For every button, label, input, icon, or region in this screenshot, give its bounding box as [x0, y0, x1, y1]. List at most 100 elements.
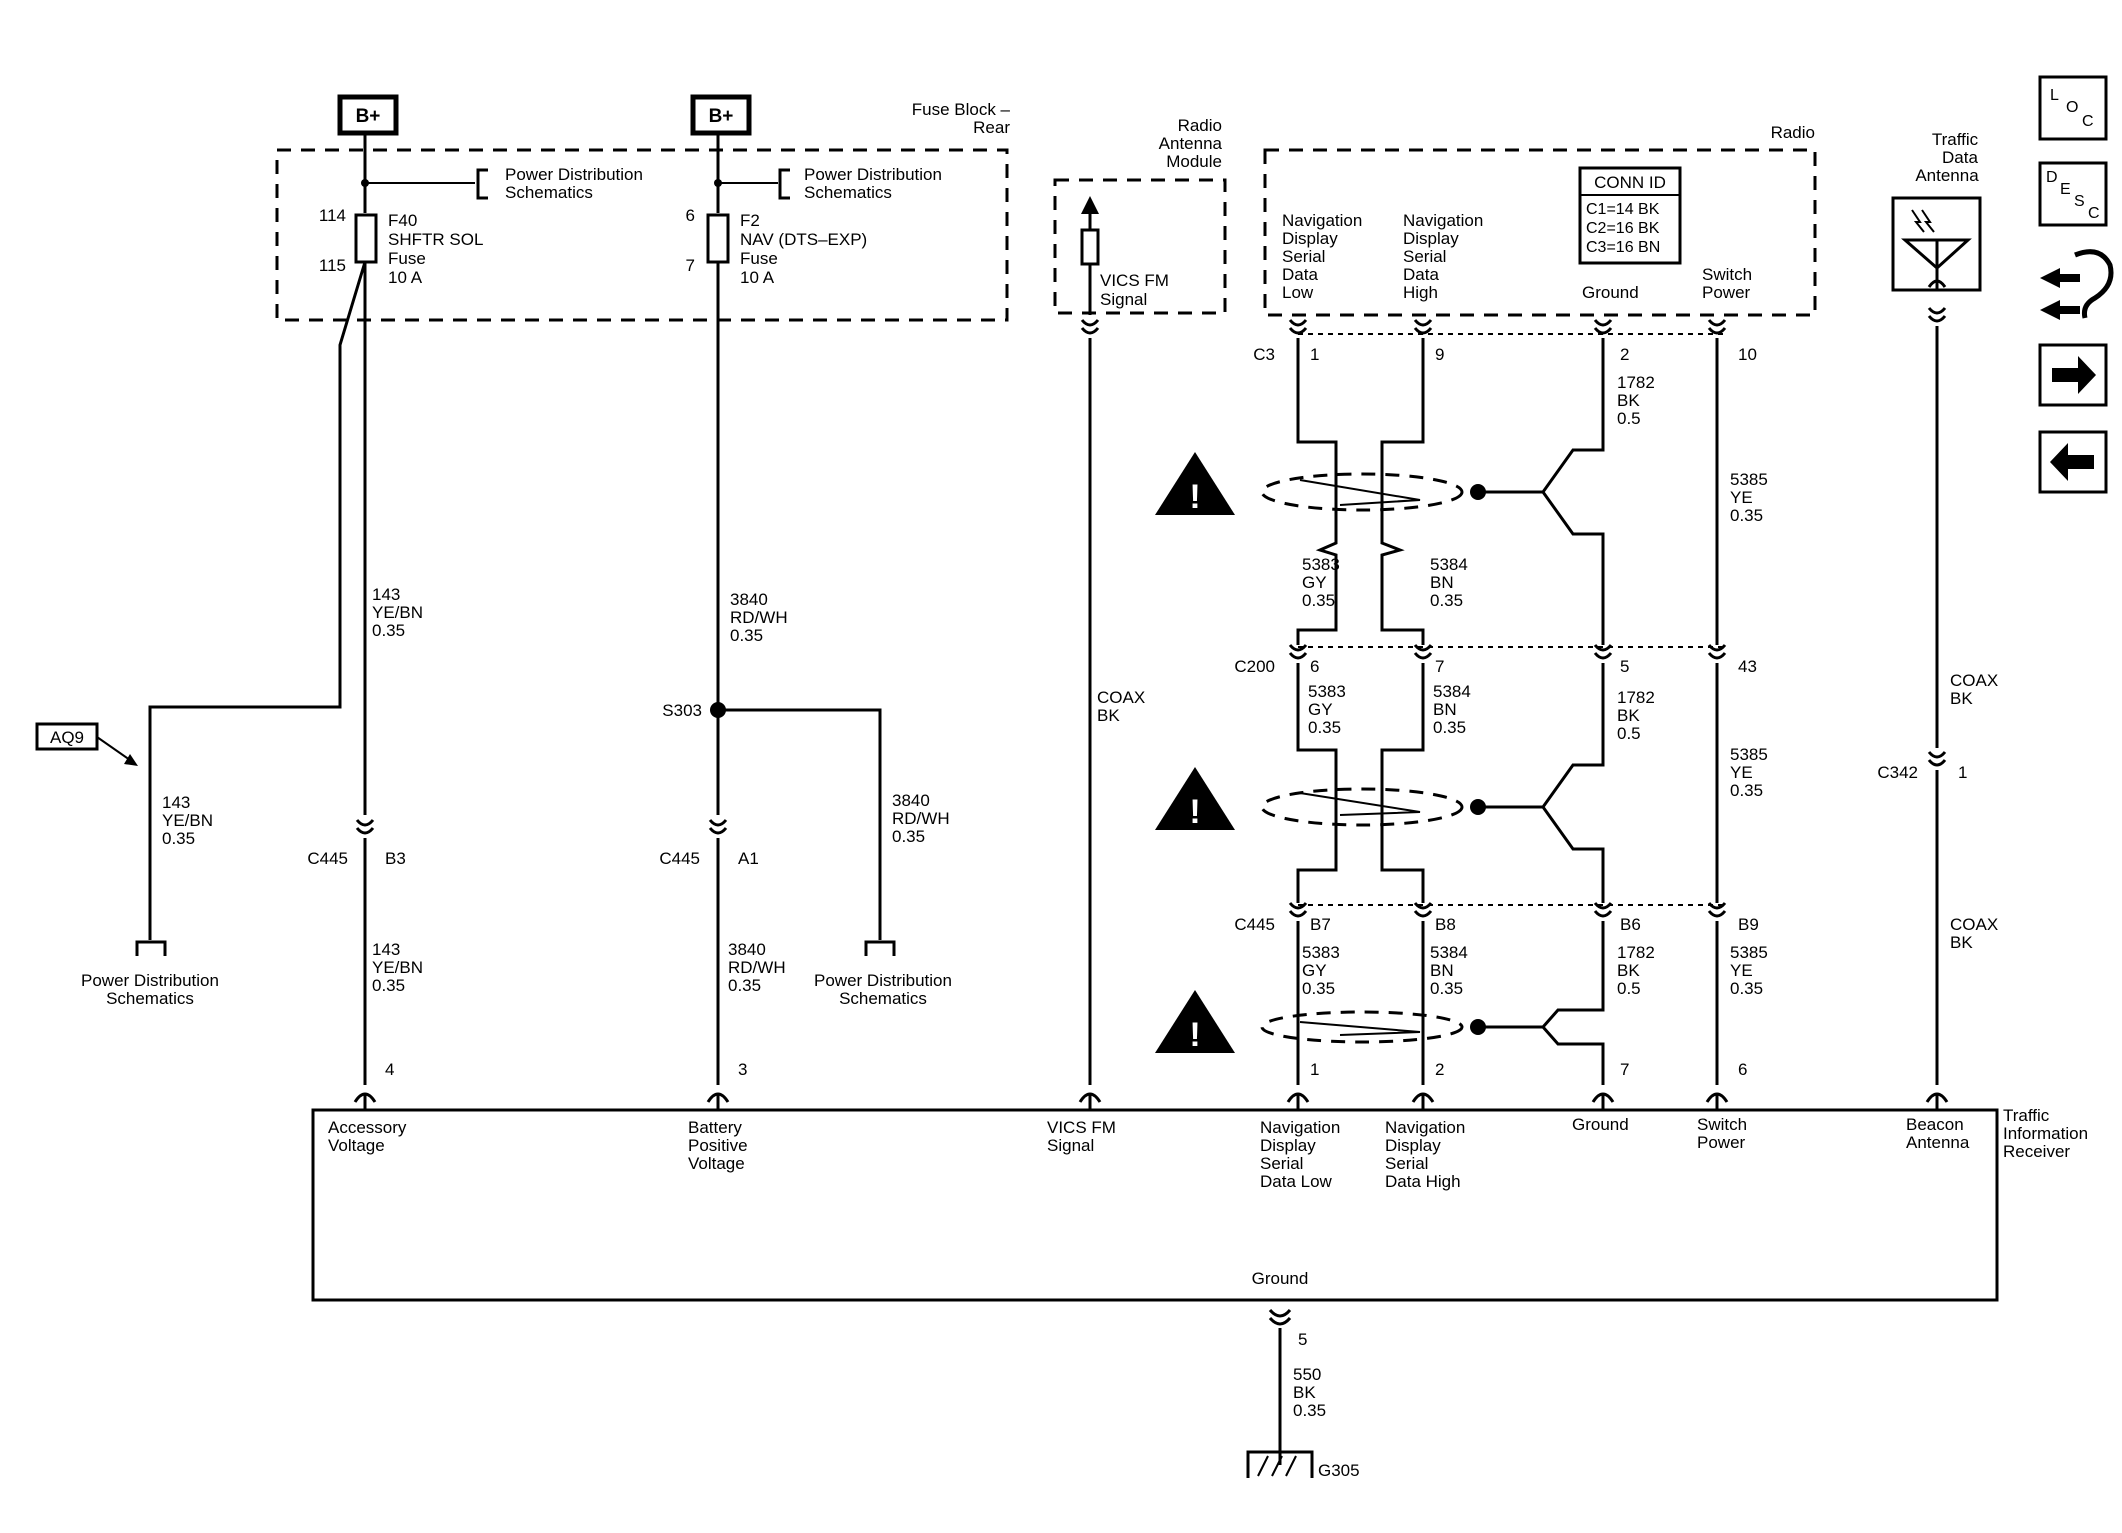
radio-nav-low-2: Display — [1282, 229, 1338, 248]
label-label: ! — [1189, 478, 1200, 516]
traffic_antenna-2-label: Antenna — [1915, 166, 1979, 185]
receiver-bat-0-label: Battery — [688, 1118, 742, 1137]
conn-id-title: CONN ID — [1594, 173, 1666, 192]
s303-label: S303 — [662, 701, 702, 720]
nav_buttons-desc-3-label: C — [2088, 205, 2100, 222]
receiver-nav_low-3-label: Data Low — [1260, 1172, 1333, 1191]
coax-a-1: COAX — [1097, 688, 1145, 707]
traffic-data-antenna: Traffic Data Antenna COAX BK C342 1 COAX… — [1877, 130, 1998, 1085]
harness-button[interactable] — [2040, 249, 2114, 320]
nav-data-wires: 5383 GY 0.35 5384 BN 0.35 5383 GY 0.35 5… — [1296, 338, 1471, 1085]
fuse-f40-name: F40 — [388, 211, 417, 230]
wires-w5384-1-label: BN — [1430, 573, 1454, 592]
wires-w5385-0-label: 5385 — [1730, 745, 1768, 764]
loc-button[interactable]: L O C — [2038, 75, 2108, 141]
radio-antenna-label-3: Module — [1166, 152, 1222, 171]
receiver-beacon-1-label: Antenna — [1906, 1133, 1970, 1152]
wires-w5384-2-label: 0.35 — [1433, 718, 1466, 737]
connectors-g5-label: 5 — [1298, 1330, 1307, 1349]
wires-w1782-2-label: 0.5 — [1617, 979, 1641, 998]
radio-nav-high-1: Navigation — [1403, 211, 1483, 230]
receiver-switch-1-label: Power — [1697, 1133, 1746, 1152]
radio-nav-low-1: Navigation — [1282, 211, 1362, 230]
fuse-f40 — [354, 213, 378, 264]
wires-w1782-0-label: 1782 — [1617, 943, 1655, 962]
caution-icon: ! — [1155, 990, 1235, 1054]
receiver-vics-0-label: VICS FM — [1047, 1118, 1116, 1137]
radio-title: Radio — [1771, 123, 1815, 142]
nav_buttons-loc-2-label: C — [2082, 113, 2094, 130]
connectors-pb6-label: B6 — [1620, 915, 1641, 934]
label-label: ! — [1189, 1016, 1200, 1054]
wire-143-c-2: YE/BN — [372, 958, 423, 977]
wires-w5384-1-label: BN — [1433, 700, 1457, 719]
radio: Radio CONN ID C1=14 BK C2=16 BK C3=16 BN… — [1263, 123, 1817, 317]
wires-w5384-2-label: 0.35 — [1430, 979, 1463, 998]
fuse-f2-name: F2 — [740, 211, 760, 230]
wires-w5385-2-label: 0.35 — [1730, 781, 1763, 800]
connectors-g305-label: G305 — [1318, 1461, 1360, 1480]
receiver-title-2-label: Receiver — [2003, 1142, 2070, 1161]
label-label: ! — [1189, 793, 1200, 831]
power-dist-label-3a: Power Distribution — [81, 971, 219, 990]
c445-label-b3: C445 — [307, 849, 348, 868]
wires-w5385-0-label: 5385 — [1730, 470, 1768, 489]
wires-w5384-2-label: 0.35 — [1430, 591, 1463, 610]
nav_buttons-loc-1-label: O — [2066, 99, 2078, 116]
fuse-block: Fuse Block – Rear B+ B+ Power Distributi… — [275, 94, 1011, 322]
fuse-f2-type: Fuse — [740, 249, 778, 268]
connectors-r7-label: 7 — [1620, 1060, 1629, 1079]
radio-nav-low-4: Data — [1282, 265, 1318, 284]
connectors-p10-label: 10 — [1738, 345, 1757, 364]
wire-143-a-1: 143 — [372, 585, 400, 604]
wires-w1782-1-label: BK — [1617, 391, 1640, 410]
wires-w5383-0-label: 5383 — [1308, 682, 1346, 701]
power-dist-label-2b: Schematics — [804, 183, 892, 202]
receiver-nav_high-2-label: Serial — [1385, 1154, 1428, 1173]
connectors-c342-label: C342 — [1877, 763, 1918, 782]
wires-coax-0-label: COAX — [1950, 671, 1998, 690]
wires-w5385-0-label: 5385 — [1730, 943, 1768, 962]
fuse-block-outline — [275, 148, 1009, 322]
receiver-acc-0-label: Accessory — [328, 1118, 407, 1137]
ground-symbol-icon — [1246, 1450, 1314, 1478]
wires-w1782-1-label: BK — [1617, 961, 1640, 980]
wire-3840-b-2: RD/WH — [892, 809, 950, 828]
traffic_antenna-1-label: Data — [1942, 148, 1978, 167]
wires-w5384-0-label: 5384 — [1433, 682, 1471, 701]
accessory-circuit: 143 YE/BN 0.35 AQ9 143 YE/BN 0.35 Power … — [35, 261, 423, 1085]
next-page-button[interactable] — [2038, 343, 2108, 407]
wires-w550-0-label: 550 — [1293, 1365, 1321, 1384]
battery-circuit: 3840 RD/WH 0.35 S303 3840 RD/WH 0.35 Pow… — [659, 262, 952, 1085]
wires-w1782-1-label: BK — [1617, 706, 1640, 725]
fuse-f40-desc: SHFTR SOL — [388, 230, 483, 249]
connectors-p6-label: 6 — [1310, 657, 1319, 676]
connectors-r2-label: 2 — [1435, 1060, 1444, 1079]
vics-label-1: VICS FM — [1100, 271, 1169, 290]
wires-w550-2-label: 0.35 — [1293, 1401, 1326, 1420]
wires-w5384-0-label: 5384 — [1430, 943, 1468, 962]
fuse-f40-pin-a: 114 — [319, 206, 346, 225]
radio-antenna-label-2: Antenna — [1159, 134, 1223, 153]
receiver-title-1-label: Information — [2003, 1124, 2088, 1143]
shield-drains: 1782 BK 0.5 1782 BK 0.5 1782 BK 0.5 — [1260, 338, 1655, 1085]
connector-c445-right: C445 B7 B8 B6 B9 — [1234, 902, 1759, 934]
radio-outline — [1263, 148, 1817, 317]
nav_buttons-desc-0-label: D — [2046, 169, 2058, 186]
wire-143-a-3: 0.35 — [372, 621, 405, 640]
connectors-c445-label: C445 — [1234, 915, 1275, 934]
wire-143-c-3: 0.35 — [372, 976, 405, 995]
wires-w1782-2-label: 0.5 — [1617, 409, 1641, 428]
wire-143-a-2: YE/BN — [372, 603, 423, 622]
receiver-title-0-label: Traffic — [2003, 1106, 2050, 1125]
wires-w1782-2-label: 0.5 — [1617, 724, 1641, 743]
receiver-beacon-0-label: Beacon — [1906, 1115, 1964, 1134]
desc-button[interactable]: D E S C — [2038, 161, 2108, 227]
c445-label-a1: C445 — [659, 849, 700, 868]
wire-3840-c-1: 3840 — [728, 940, 766, 959]
receiver-bottom_ground-label: Ground — [1252, 1269, 1309, 1288]
wires-coax-1-label: BK — [1950, 689, 1973, 708]
prev-page-button[interactable] — [2038, 430, 2108, 494]
wire-3840-b-1: 3840 — [892, 791, 930, 810]
